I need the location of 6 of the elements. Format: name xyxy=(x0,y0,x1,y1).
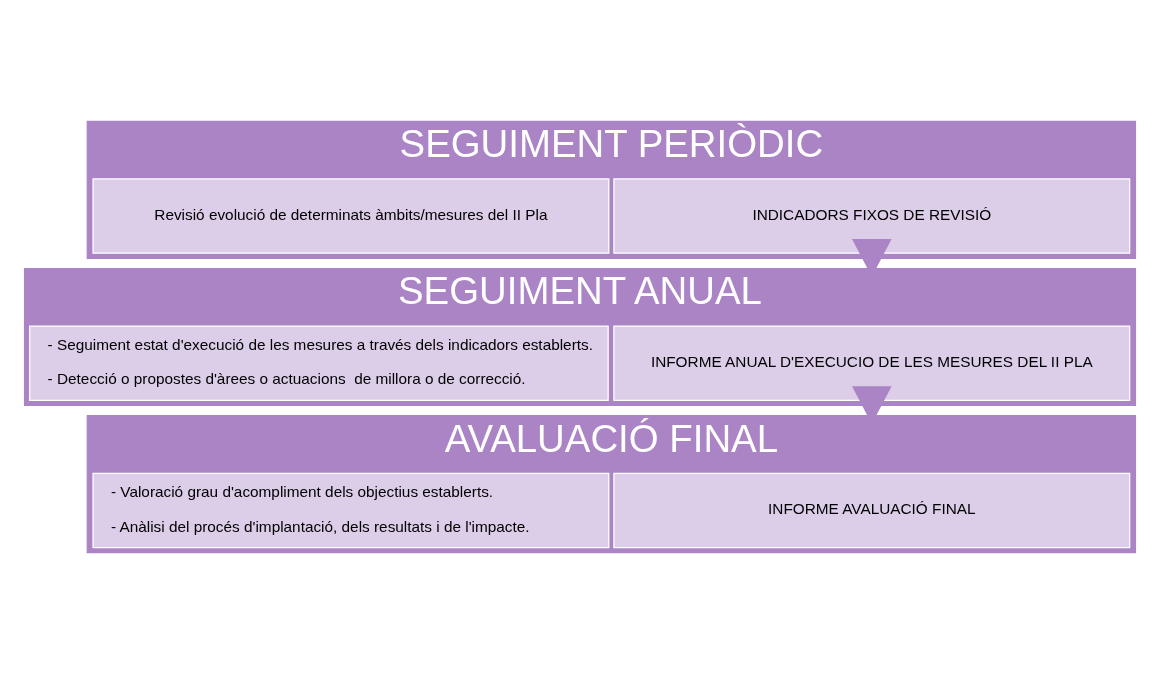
node-box: INDICADORS FIXOS DE REVISIÓ xyxy=(613,177,1131,254)
node-box: Revisió evolució de determinats àmbits/mesures del II Pla xyxy=(92,177,610,254)
node-box: - Seguiment estat d'execució de les mesures a través dels indicadors establerts. - Detecció o propostes d'àrees o actuacions de millora o de correcció. xyxy=(29,325,609,401)
node-box: - Valoració grau d'acompliment dels objectius establerts. - Anàlisi del procés d'implantació, dels resultats i de l'impacte. xyxy=(92,472,610,548)
node-box: INFORME AVALUACIÓ FINAL xyxy=(613,472,1131,548)
node-box: INFORME ANUAL D'EXECUCIO DE LES MESURES DEL II PLA xyxy=(613,325,1131,401)
